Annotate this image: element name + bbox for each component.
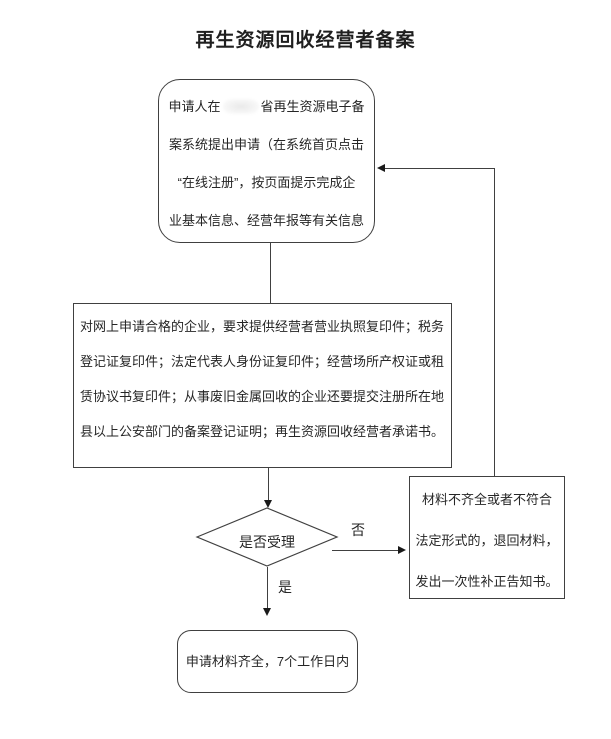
start-line-3: “在线注册”，按页面提示完成企 xyxy=(177,175,356,190)
flow-node-accept: 申请材料齐全，7个工作日内 xyxy=(177,630,358,693)
reject-line-2: 法定形式的，退回材料， xyxy=(415,533,559,548)
start-line-4: 业基本信息、经营年报等有关信息 xyxy=(168,213,364,228)
connector-review-decision xyxy=(268,468,269,501)
start-line-2: 案系统提出申请（在系统首页点击 xyxy=(168,137,364,152)
start-line-1-text2: 省再生资源电子备 xyxy=(260,99,365,114)
review-line-4: 县以上公安部门的备案登记证明；再生资源回收经营者承诺书。 xyxy=(80,424,445,439)
review-line-2: 登记证复印件；法定代表人身份证复印件；经营场所产权证或租 xyxy=(80,354,445,369)
connector-decision-reject xyxy=(332,550,399,551)
start-line-1: 申请人在 省再生资源电子备 xyxy=(159,88,374,126)
arrow-down-icon xyxy=(263,608,271,616)
reject-line-3: 发出一次性补正告知书。 xyxy=(415,574,559,589)
start-line-1-text: 申请人在 xyxy=(168,99,221,114)
connector-feedback-vertical xyxy=(494,168,495,476)
flow-node-review: 对网上申请合格的企业，要求提供经营者营业执照复印件；税务 登记证复印件；法定代表… xyxy=(73,303,452,468)
decision-label: 是否受理 xyxy=(239,534,295,550)
page-title: 再生资源回收经营者备案 xyxy=(195,30,416,51)
accept-label: 申请材料齐全，7个工作日内 xyxy=(185,654,350,669)
reject-line-1: 材料不齐全或者不符合 xyxy=(421,492,552,507)
flow-node-start: 申请人在 省再生资源电子备 案系统提出申请（在系统首页点击 “在线注册”，按页面提… xyxy=(158,79,375,243)
redaction-blur xyxy=(222,99,259,115)
review-line-3: 赁协议书复印件；从事废旧金属回收的企业还要提交注册所在地 xyxy=(80,389,445,404)
flow-node-decision-shape xyxy=(195,507,339,567)
arrow-right-icon xyxy=(398,546,406,554)
connector-feedback-horizontal xyxy=(385,168,495,169)
review-line-1: 对网上申请合格的企业，要求提供经营者营业执照复印件；税务 xyxy=(80,319,445,334)
flow-node-reject: 材料不齐全或者不符合 法定形式的，退回材料， 发出一次性补正告知书。 xyxy=(409,476,565,599)
arrow-left-icon xyxy=(377,164,385,172)
connector-start-review xyxy=(270,243,271,303)
arrow-down-icon xyxy=(264,500,272,508)
edge-label-no: 否 xyxy=(351,522,365,538)
connector-decision-accept xyxy=(267,567,268,609)
edge-label-yes: 是 xyxy=(278,579,292,595)
